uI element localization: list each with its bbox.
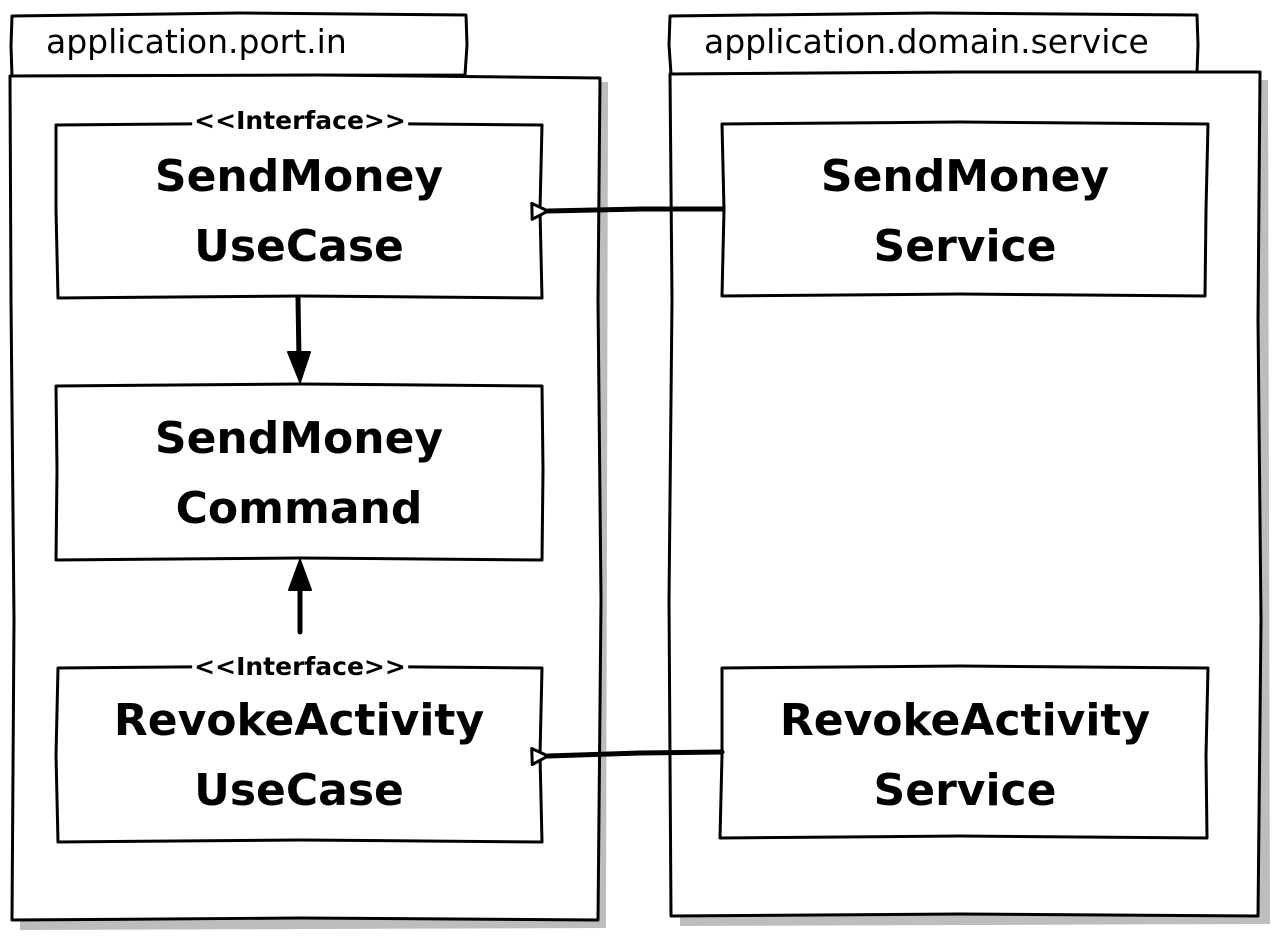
package-label-port-in: application.port.in: [46, 22, 347, 61]
class-name-revoke-activity-service: RevokeActivity Service: [722, 686, 1208, 826]
package-label-domain-service: application.domain.service: [704, 22, 1149, 61]
arrowhead-down: [287, 351, 311, 383]
class-name-line: SendMoney: [820, 151, 1110, 202]
dependency-line-usecase-to-command: [295, 295, 302, 363]
class-name-line: SendMoney: [154, 151, 444, 202]
class-name-line: Service: [873, 221, 1057, 272]
class-name-line: RevokeActivity: [779, 695, 1151, 746]
realization-arrow-send-money: [530, 201, 725, 221]
class-name-line: Service: [873, 765, 1057, 816]
class-name-line: UseCase: [194, 765, 404, 816]
class-name-line: SendMoney: [154, 413, 444, 464]
arrowhead-up: [288, 559, 312, 591]
class-name-line: UseCase: [194, 221, 404, 272]
class-box-send-money-service: [720, 120, 1210, 298]
class-box-send-money-command: [54, 382, 545, 562]
stereotype-label: <<Interface>>: [192, 652, 408, 681]
package-tab: [9, 11, 469, 78]
class-name-line: RevokeActivity: [113, 695, 485, 746]
class-name-send-money-use-case: SendMoney UseCase: [56, 142, 542, 282]
class-name-send-money-service: SendMoney Service: [722, 142, 1208, 282]
class-box-revoke-activity-service: [718, 664, 1210, 840]
class-name-line: Command: [175, 483, 423, 534]
class-name-revoke-activity-use-case: RevokeActivity UseCase: [56, 686, 542, 826]
class-name-send-money-command: SendMoney Command: [56, 404, 542, 544]
package-tab: [667, 11, 1200, 76]
realization-arrow-revoke-activity: [530, 747, 725, 767]
stereotype-label: <<Interface>>: [192, 106, 408, 135]
